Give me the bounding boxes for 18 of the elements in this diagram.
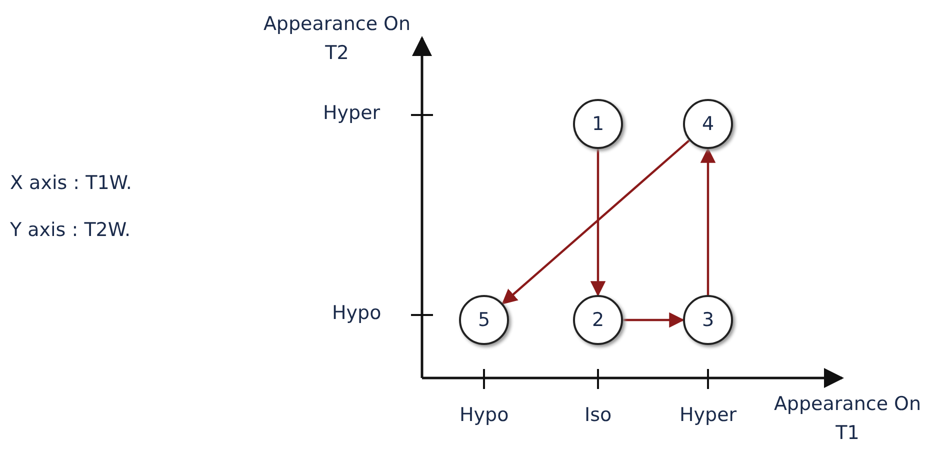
axis-title: Appearance On T1 xyxy=(772,392,922,446)
axis-title: Appearance On T2 xyxy=(262,12,412,66)
axis-note: X axis : T1W. xyxy=(10,172,132,194)
numbered-circle: 1 xyxy=(573,99,623,149)
numbered-circle: 5 xyxy=(459,295,509,345)
arrow xyxy=(623,312,685,328)
tick-label: Hyper xyxy=(323,102,380,124)
tick-label: Hypo xyxy=(332,302,382,324)
numbered-circle: 2 xyxy=(573,295,623,345)
arrow xyxy=(590,149,606,297)
tick-label: Hypo xyxy=(460,404,509,426)
tick-label: Iso xyxy=(584,404,612,426)
tick-label: Hyper xyxy=(680,404,737,426)
axis-note: Y axis : T2W. xyxy=(10,219,131,241)
numbered-circle: 4 xyxy=(683,99,733,149)
arrow xyxy=(502,140,690,305)
numbered-circle: 3 xyxy=(683,295,733,345)
arrow xyxy=(700,147,716,295)
